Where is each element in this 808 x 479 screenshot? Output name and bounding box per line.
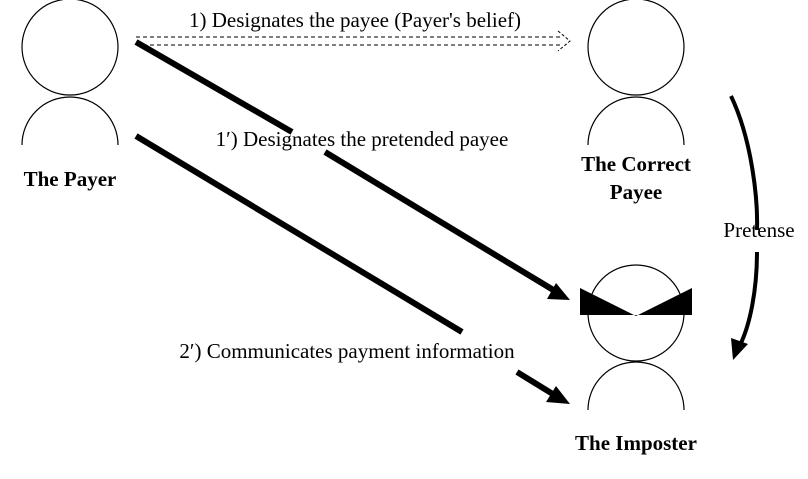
- designates-payee-label: 1) Designates the payee (Payer's belief): [189, 8, 521, 32]
- pretense-arrow: [729, 95, 760, 360]
- communicates-payment-label: 2′) Communicates payment information: [179, 339, 515, 363]
- correct-payee-figure: [587, 0, 685, 146]
- pretense-label: Pretense: [723, 218, 794, 242]
- imposter-figure: [580, 264, 692, 411]
- designates-payee-arrow: [136, 30, 571, 52]
- designates-pretended-arrow: [134, 39, 570, 300]
- imposter-body: [587, 361, 685, 411]
- payer-head: [21, 0, 119, 96]
- payer-figure: [21, 0, 119, 146]
- correct-payee-head: [587, 0, 685, 96]
- payer-body: [21, 96, 119, 146]
- correct-payee-label-line2: Payee: [610, 180, 662, 204]
- correct-payee-label-line1: The Correct: [581, 152, 691, 176]
- imposter-mask-icon: [580, 288, 692, 316]
- designates-pretended-label: 1′) Designates the pretended payee: [216, 127, 509, 151]
- correct-payee-body: [587, 96, 685, 146]
- communicates-payment-arrow: [134, 133, 570, 404]
- imposter-label: The Imposter: [575, 431, 697, 455]
- payer-label: The Payer: [24, 167, 117, 191]
